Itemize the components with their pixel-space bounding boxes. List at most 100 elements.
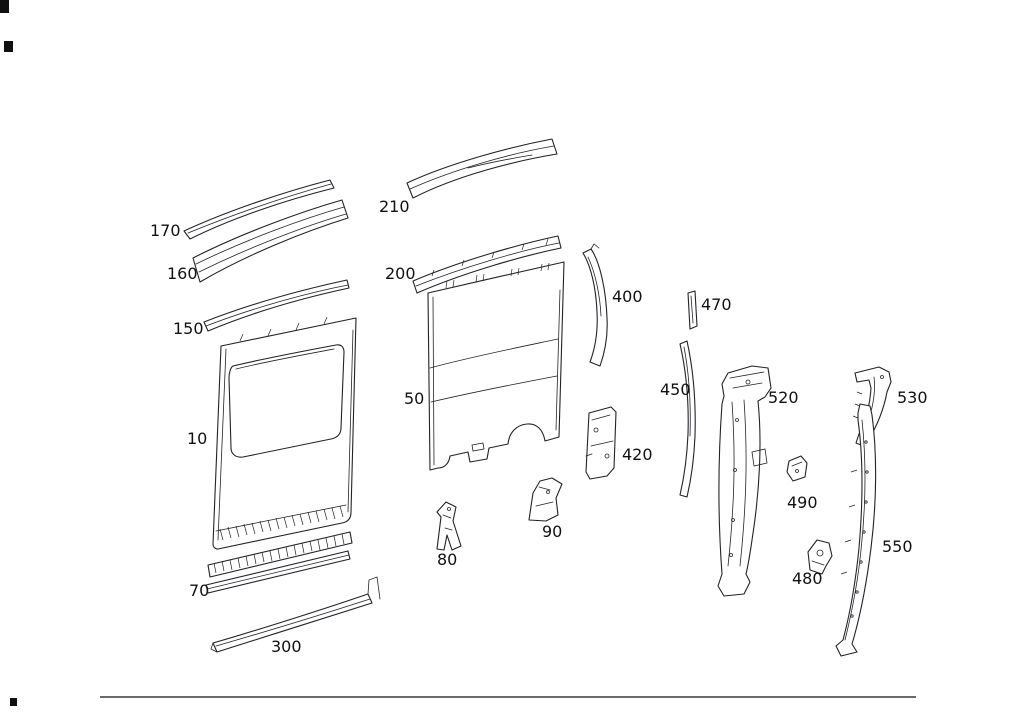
part-200-tabs (431, 238, 549, 277)
part-480-detail (811, 560, 825, 566)
part-550-label: 550 (882, 537, 913, 556)
part-10: 10 (187, 316, 357, 550)
part-150-label: 150 (173, 319, 204, 338)
part-420-drawing (585, 406, 617, 480)
part-550-rivet (862, 530, 866, 534)
part-210: 210 (379, 138, 558, 216)
part-10-detail (235, 348, 335, 370)
part-450-drawing (679, 340, 696, 498)
part-450: 450 (660, 340, 696, 498)
part-550: 550 (835, 403, 913, 657)
part-520-detail (739, 399, 747, 567)
part-50-crease (430, 375, 558, 403)
part-210-drawing (406, 138, 558, 199)
part-150: 150 (173, 279, 350, 338)
part-70: 70 (189, 531, 353, 600)
part-150-detail (205, 284, 349, 327)
part-480-drawing (807, 539, 833, 575)
part-170-drawing (183, 179, 335, 240)
part-470-drawing (687, 290, 698, 330)
part-10-hatching (219, 505, 344, 541)
part-90: 90 (528, 477, 563, 541)
part-200-label: 200 (385, 264, 416, 283)
part-10-top-tabs (239, 316, 328, 342)
part-520-head-detail (729, 371, 765, 389)
part-550-tabs (840, 469, 858, 575)
part-160-label: 160 (167, 264, 198, 283)
part-520-hole (731, 518, 735, 522)
part-550-rivet (865, 470, 869, 474)
part-420: 420 (585, 406, 653, 480)
part-80-label: 80 (437, 550, 457, 569)
part-300: 300 (210, 576, 381, 656)
part-50-label: 50 (404, 389, 424, 408)
part-150-drawing (203, 279, 350, 332)
part-300-detail (215, 598, 371, 647)
part-400: 400 (582, 243, 643, 367)
part-300-end-cap (367, 576, 381, 600)
part-210-detail (467, 154, 533, 169)
part-90-drawing (528, 477, 563, 522)
scan-artifact (10, 698, 17, 706)
part-90-label: 90 (542, 522, 562, 541)
part-160-detail (198, 213, 347, 273)
part-160-detail (195, 206, 345, 265)
part-90-hole (546, 490, 550, 494)
part-50-crease (429, 338, 559, 369)
part-300-label: 300 (271, 637, 302, 656)
part-550-rivet (864, 440, 868, 444)
part-80-detail (442, 514, 453, 531)
part-520-hole (733, 468, 737, 472)
part-550-rivet (859, 560, 863, 564)
part-480-hole (816, 549, 824, 557)
part-520-drawing (717, 365, 772, 597)
part-210-label: 210 (379, 197, 410, 216)
part-520-hole (735, 418, 739, 422)
part-200-detail (415, 242, 560, 287)
part-490-drawing (786, 455, 808, 482)
part-520: 520 (717, 365, 799, 597)
part-210-detail (409, 145, 555, 190)
part-550-rivet (864, 500, 868, 504)
part-10-label: 10 (187, 429, 207, 448)
part-420-hole (604, 453, 610, 459)
part-70-label: 70 (189, 581, 209, 600)
part-10-window-opening (228, 344, 345, 458)
part-80-drawing (436, 501, 462, 551)
part-80-hole (447, 507, 451, 511)
part-520-detail (727, 401, 735, 567)
part-50-drawing (427, 261, 565, 471)
part-550-detail (844, 419, 866, 641)
part-420-hole (593, 427, 599, 433)
part-550-rivet (850, 614, 854, 618)
part-470: 470 (687, 290, 732, 330)
part-50-detail (432, 289, 561, 466)
part-520-striker-bracket (751, 448, 768, 467)
part-420-detail (585, 414, 614, 457)
part-200: 200 (385, 235, 562, 294)
part-160-drawing (192, 199, 349, 283)
part-70-drawing (207, 531, 353, 578)
part-520-label: 520 (768, 388, 799, 407)
part-470-label: 470 (701, 295, 732, 314)
part-450-detail (683, 346, 691, 437)
part-520-hole (729, 553, 733, 557)
part-530-label: 530 (897, 388, 928, 407)
scan-artifact (0, 0, 9, 13)
part-490-label: 490 (787, 493, 818, 512)
part-300-tip (210, 642, 218, 653)
part-530-hole (880, 375, 884, 379)
part-80: 80 (436, 501, 462, 569)
part-480-label: 480 (792, 569, 823, 588)
part-50: 50 (404, 261, 565, 471)
part-480: 480 (792, 539, 833, 588)
part-450-label: 450 (660, 380, 691, 399)
part-550-drawing (835, 403, 877, 657)
part-400-tab (590, 243, 600, 250)
part-170-detail (187, 183, 332, 234)
part-550-rivet (855, 590, 859, 594)
part-420-label: 420 (622, 445, 653, 464)
part-470-detail (690, 295, 694, 324)
